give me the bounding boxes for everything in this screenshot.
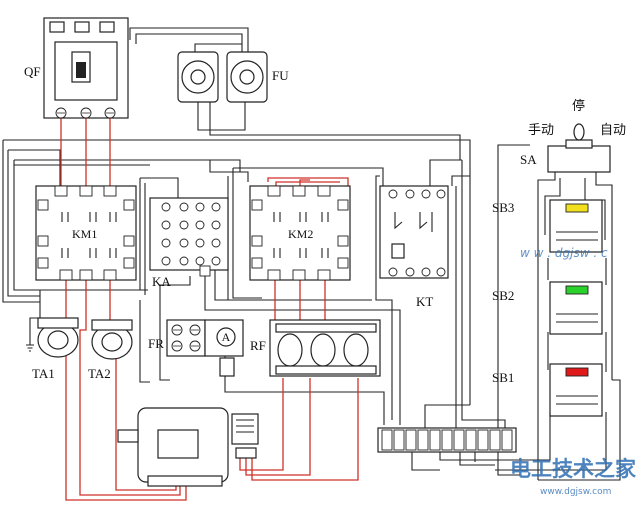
label-ka: KA bbox=[152, 274, 171, 289]
label-sb1: SB1 bbox=[492, 370, 514, 385]
label-ta2: TA2 bbox=[88, 366, 111, 381]
label-rf: RF bbox=[250, 338, 266, 353]
black-wires bbox=[2, 27, 621, 481]
ta2-ct bbox=[91, 319, 133, 360]
label-kt: KT bbox=[416, 294, 433, 309]
label-fr: FR bbox=[148, 336, 164, 351]
label-ta1: TA1 bbox=[32, 366, 55, 381]
rf-resistor bbox=[269, 319, 381, 377]
motor-terminal-box bbox=[231, 413, 259, 459]
ka-relay bbox=[149, 197, 229, 277]
watermark-url-mid: w w . dgjsw . c bbox=[520, 246, 608, 260]
terminal-strip bbox=[377, 427, 517, 453]
ta1-ct bbox=[37, 317, 79, 358]
motor bbox=[117, 407, 229, 487]
label-km1: KM1 bbox=[72, 227, 97, 241]
ka-terminal-grid bbox=[161, 202, 221, 266]
label-auto: 自动 bbox=[600, 122, 626, 137]
km1-top-terminals bbox=[54, 185, 117, 197]
sb3-button bbox=[549, 199, 603, 253]
kt-timer bbox=[379, 185, 449, 279]
watermark-url: www.dgjsw.com bbox=[540, 487, 611, 497]
fr-overload-relay bbox=[166, 319, 206, 357]
ammeter: A bbox=[204, 319, 244, 377]
label-fu: FU bbox=[272, 68, 289, 83]
sb1-button bbox=[549, 363, 603, 417]
label-stop: 停 bbox=[572, 98, 585, 113]
fu-fuses bbox=[177, 51, 268, 103]
sb2-button bbox=[549, 281, 603, 335]
km1-bottom-terminals bbox=[59, 269, 117, 281]
qf-breaker bbox=[43, 17, 129, 119]
sa-selector-switch bbox=[547, 123, 611, 173]
km1-contactor bbox=[35, 185, 137, 281]
label-manual: 手动 bbox=[528, 122, 554, 137]
label-sa: SA bbox=[520, 152, 537, 167]
label-km2: KM2 bbox=[288, 227, 313, 241]
watermark-logo-text: 电工技术之家 bbox=[510, 457, 637, 481]
ammeter-symbol: A bbox=[222, 330, 231, 344]
label-qf: QF bbox=[24, 64, 41, 79]
km2-contactor bbox=[249, 185, 351, 281]
label-sb3: SB3 bbox=[492, 200, 514, 215]
label-sb2: SB2 bbox=[492, 288, 514, 303]
